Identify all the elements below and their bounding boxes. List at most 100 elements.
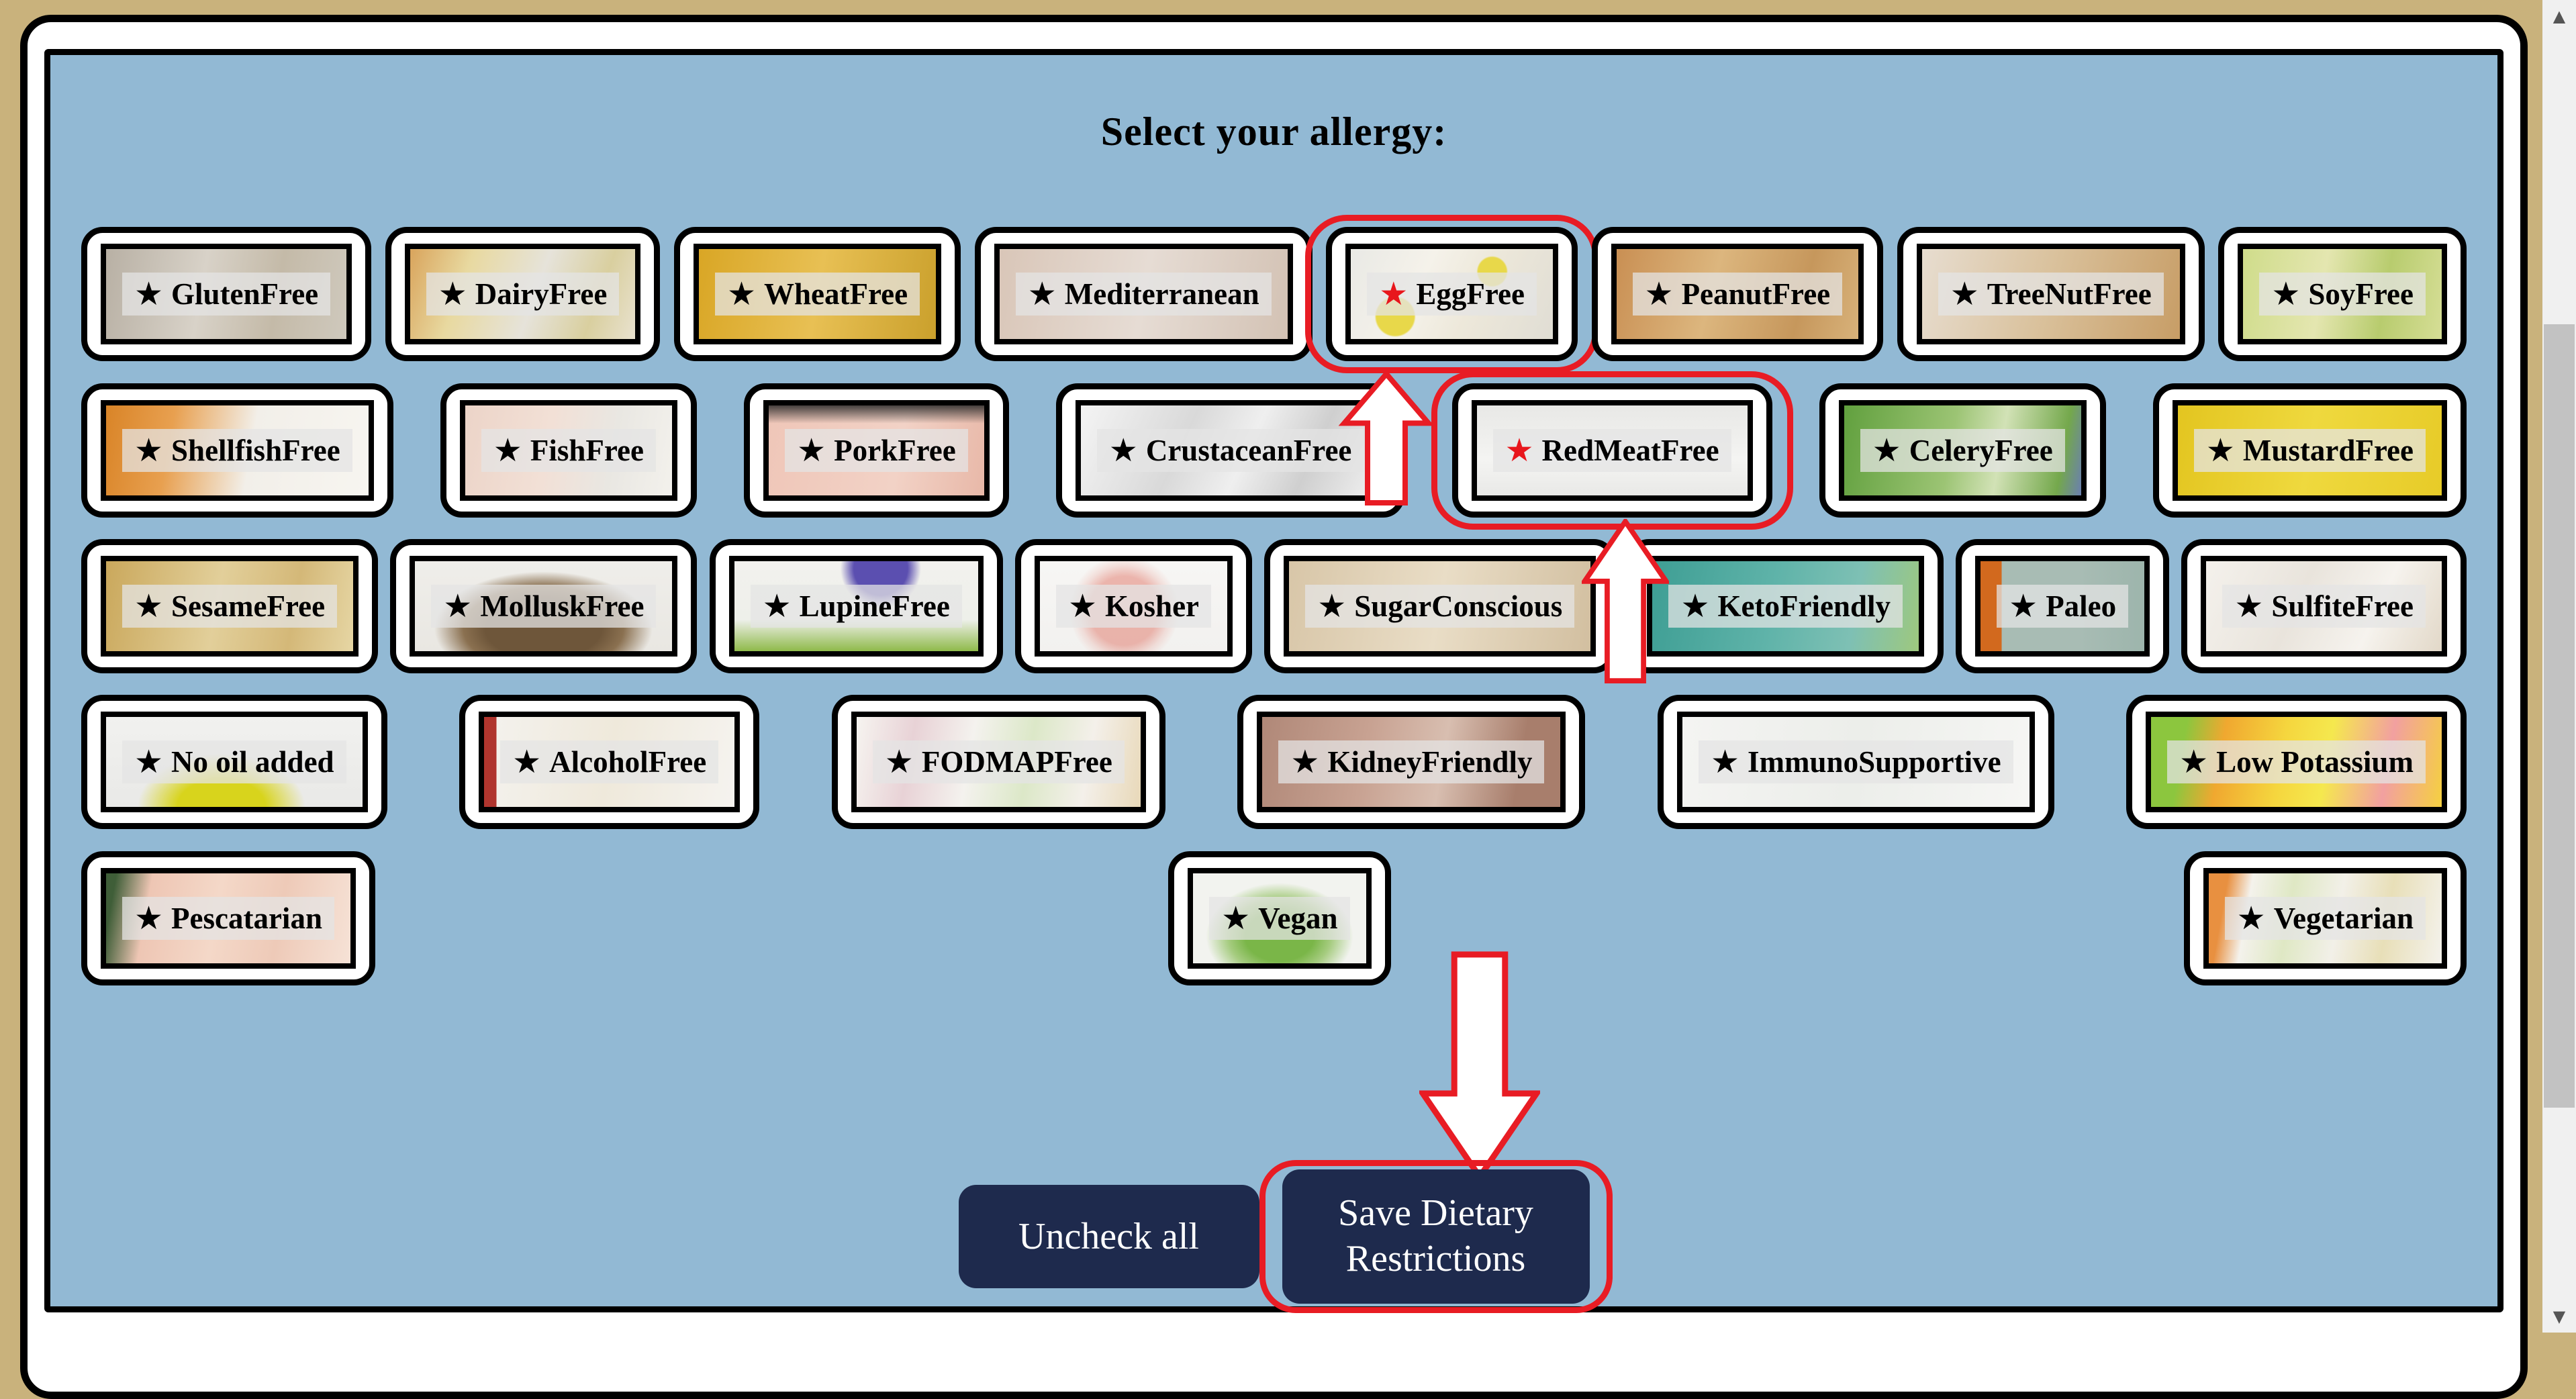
tile-label: AlcoholFree <box>549 745 707 779</box>
allergy-tile-eggfree[interactable]: ★EggFree <box>1305 215 1599 373</box>
star-icon: ★ <box>1317 587 1347 625</box>
tile-label: MolluskFree <box>480 589 645 623</box>
allergy-tile-alcoholfree[interactable]: ★AlcoholFree <box>459 695 760 829</box>
tile-label-strip: ★AlcoholFree <box>500 740 719 783</box>
star-icon: ★ <box>134 587 164 625</box>
tile-label: SoyFree <box>2308 277 2414 311</box>
tile-image-celeryfree: ★CeleryFree <box>1838 400 2087 501</box>
allergy-tile-soyfree[interactable]: ★SoyFree <box>2218 227 2467 361</box>
allergy-tile-mustardfree[interactable]: ★MustardFree <box>2152 383 2467 518</box>
allergy-tile-vegan[interactable]: ★Vegan <box>1168 851 1391 985</box>
allergy-tile-low-potassium[interactable]: ★Low Potassium <box>2126 695 2467 829</box>
tile-label: DairyFree <box>475 277 608 311</box>
tile-label: RedMeatFree <box>1541 434 1719 467</box>
tile-image-crustaceanfree: ★CrustaceanFree <box>1075 400 1386 501</box>
tile-label-strip: ★FODMAPFree <box>872 740 1125 783</box>
allergy-row-2: ★ShellfishFree★FishFree★PorkFree★Crustac… <box>50 371 2497 530</box>
allergy-tile-crustaceanfree[interactable]: ★CrustaceanFree <box>1055 383 1405 518</box>
tile-image-fishfree: ★FishFree <box>459 400 677 501</box>
tile-image-redmeatfree: ★RedMeatFree <box>1471 400 1753 501</box>
star-icon: ★ <box>1644 275 1674 313</box>
tile-label-strip: ★Low Potassium <box>2167 740 2426 783</box>
allergy-tile-lupinefree[interactable]: ★LupineFree <box>709 539 1003 673</box>
tile-label-strip: ★SugarConscious <box>1305 585 1575 628</box>
allergy-tile-paleo[interactable]: ★Paleo <box>1956 539 2170 673</box>
scrollbar-down-arrow-icon[interactable]: ▼ <box>2553 1307 2566 1326</box>
tile-image-paleo: ★Paleo <box>1975 556 2150 657</box>
allergy-tile-fodmapfree[interactable]: ★FODMAPFree <box>831 695 1165 829</box>
allergy-tile-kosher[interactable]: ★Kosher <box>1015 539 1253 673</box>
allergy-tile-mediterranean[interactable]: ★Mediterranean <box>974 227 1313 361</box>
allergy-tile-sesamefree[interactable]: ★SesameFree <box>81 539 379 673</box>
tile-image-no-oil-added: ★No oil added <box>101 712 368 812</box>
allergy-tile-pescatarian[interactable]: ★Pescatarian <box>81 851 375 985</box>
allergy-tile-peanutfree[interactable]: ★PeanutFree <box>1591 227 1884 361</box>
allergy-tile-fishfree[interactable]: ★FishFree <box>440 383 697 518</box>
star-icon: ★ <box>1221 900 1251 937</box>
tile-label-strip: ★KetoFriendly <box>1668 585 1903 628</box>
allergy-tile-porkfree[interactable]: ★PorkFree <box>744 383 1009 518</box>
tile-label-strip: ★ShellfishFree <box>122 429 352 472</box>
tile-label: KetoFriendly <box>1717 589 1891 623</box>
tile-label: EggFree <box>1416 277 1525 311</box>
star-icon: ★ <box>493 432 522 469</box>
allergy-tile-immunosupportive[interactable]: ★ImmunoSupportive <box>1658 695 2054 829</box>
star-icon: ★ <box>1027 275 1057 313</box>
allergy-tile-ketofriendly[interactable]: ★KetoFriendly <box>1627 539 1944 673</box>
tile-label-strip: ★WheatFree <box>714 273 920 316</box>
allergy-tile-glutenfree[interactable]: ★GlutenFree <box>81 227 372 361</box>
star-icon: ★ <box>1680 587 1710 625</box>
allergy-tile-wheatfree[interactable]: ★WheatFree <box>673 227 961 361</box>
tile-label: FODMAPFree <box>921 745 1112 779</box>
tile-image-lupinefree: ★LupineFree <box>728 556 984 657</box>
tile-label-strip: ★Vegetarian <box>2224 897 2426 940</box>
star-icon: ★ <box>134 432 164 469</box>
tile-label-strip: ★Vegan <box>1209 897 1350 940</box>
tile-label: Pescatarian <box>171 902 322 935</box>
allergy-tile-vegetarian[interactable]: ★Vegetarian <box>2183 851 2467 985</box>
allergy-tile-celeryfree[interactable]: ★CeleryFree <box>1819 383 2106 518</box>
star-icon: ★ <box>762 587 792 625</box>
allergy-panel: Select your allergy: ★GlutenFree★DairyFr… <box>44 49 2503 1313</box>
tile-label-strip: ★TreeNutFree <box>1938 273 2164 316</box>
allergy-tile-molluskfree[interactable]: ★MolluskFree <box>390 539 698 673</box>
tile-label: TreeNutFree <box>1987 277 2152 311</box>
allergy-tile-kidneyfriendly[interactable]: ★KidneyFriendly <box>1237 695 1586 829</box>
star-icon: ★ <box>1108 432 1138 469</box>
tile-label: Paleo <box>2046 589 2117 623</box>
tile-label: Mediterranean <box>1064 277 1259 311</box>
tile-label-strip: ★GlutenFree <box>122 273 331 316</box>
star-icon: ★ <box>884 743 914 781</box>
tile-label: CrustaceanFree <box>1145 434 1352 467</box>
tile-image-sulfitefree: ★SulfiteFree <box>2201 556 2447 657</box>
uncheck-all-button[interactable]: Uncheck all <box>958 1184 1259 1288</box>
tile-image-peanutfree: ★PeanutFree <box>1611 244 1864 344</box>
allergy-tile-treenutfree[interactable]: ★TreeNutFree <box>1897 227 2205 361</box>
tile-label-strip: ★LupineFree <box>750 585 962 628</box>
allergy-tile-shellfishfree[interactable]: ★ShellfishFree <box>81 383 393 518</box>
star-icon: ★ <box>2271 275 2301 313</box>
tile-image-molluskfree: ★MolluskFree <box>410 556 678 657</box>
allergy-tile-dairyfree[interactable]: ★DairyFree <box>385 227 661 361</box>
allergy-tile-sulfitefree[interactable]: ★SulfiteFree <box>2181 539 2467 673</box>
allergy-tile-sugarconscious[interactable]: ★SugarConscious <box>1264 539 1616 673</box>
allergy-tile-redmeatfree[interactable]: ★RedMeatFree <box>1431 371 1793 530</box>
star-icon: ★ <box>2179 743 2209 781</box>
scrollbar-up-arrow-icon[interactable]: ▲ <box>2553 7 2566 26</box>
tile-image-kidneyfriendly: ★KidneyFriendly <box>1257 712 1566 812</box>
tile-image-glutenfree: ★GlutenFree <box>101 244 352 344</box>
scrollbar-thumb[interactable] <box>2544 324 2575 1108</box>
allergy-tile-no-oil-added[interactable]: ★No oil added <box>81 695 387 829</box>
tile-label: PorkFree <box>834 434 956 467</box>
star-icon: ★ <box>438 275 467 313</box>
tile-label-strip: ★RedMeatFree <box>1492 429 1731 472</box>
tile-label-strip: ★SesameFree <box>122 585 338 628</box>
tile-label: ImmunoSupportive <box>1748 745 2001 779</box>
scrollbar[interactable]: ▲ ▼ <box>2542 0 2576 1333</box>
tile-label: FishFree <box>530 434 644 467</box>
tile-image-vegan: ★Vegan <box>1188 868 1372 969</box>
tile-image-dairyfree: ★DairyFree <box>404 244 641 344</box>
save-dietary-restrictions-button[interactable]: Save Dietary Restrictions <box>1282 1169 1590 1304</box>
tile-label: Vegetarian <box>2273 902 2414 935</box>
allergy-row-4: ★No oil added★AlcoholFree★FODMAPFree★Kid… <box>50 693 2497 831</box>
